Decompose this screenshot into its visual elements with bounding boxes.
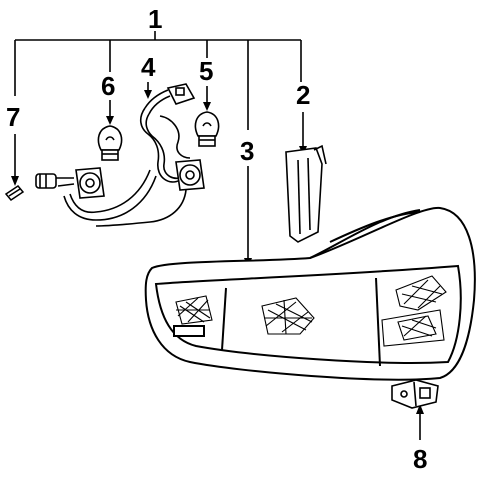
side-marker-lens-part-2 [285,144,327,243]
lens-hatching [175,275,447,347]
leader-lines [14,82,421,440]
callout-5: 5 [199,56,213,86]
callout-6: 6 [101,71,115,101]
callout-3: 3 [240,136,254,166]
callout-2: 2 [296,80,310,110]
bulb-socket-small-left [35,173,57,189]
leader-bracket-1 [14,31,302,130]
mounting-bracket-part-8 [391,379,439,409]
callout-4: 4 [141,52,156,82]
terminal-clip-part-7 [4,185,25,201]
bulb-socket-left [75,167,105,199]
bulb-part-5 [194,111,220,147]
wiring-harness-part-4 [56,83,196,227]
bulb-socket-right [175,159,205,191]
bulb-part-6 [97,125,123,161]
callout-7: 7 [6,102,20,132]
callout-1: 1 [148,4,162,34]
callout-8: 8 [413,444,427,474]
